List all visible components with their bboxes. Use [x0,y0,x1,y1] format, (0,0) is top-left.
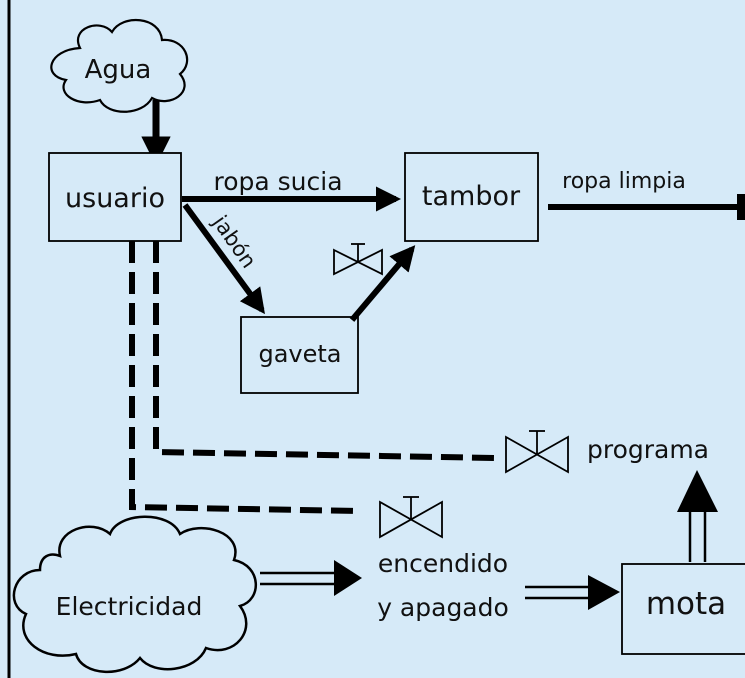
encendido-valve-icon [379,496,443,539]
usuario-box: usuario [48,152,182,242]
usuario-programa-dashed-line [153,241,497,461]
mota-label: mota [646,586,726,622]
agua-cloud: Agua [50,19,189,113]
ropa-limpia-label: ropa limpia [562,169,686,194]
usuario-label: usuario [65,183,165,214]
electricidad-label: Electricidad [56,592,203,621]
programa-label: programa [587,435,709,464]
electricidad-cloud: Electricidad [12,515,257,673]
tambor-label: tambor [422,181,521,212]
gaveta-box: gaveta [240,316,359,394]
encendido-label-line2: y apagado [377,593,509,622]
ropa-sucia-label: ropa sucia [213,167,342,196]
gaveta-label: gaveta [258,340,341,368]
jabon-arrow [182,203,265,315]
electricidad-to-encendido-arrow [260,560,362,596]
mota-box: mota [621,563,745,655]
valve-icon [333,243,383,276]
ropa-limpia-arrowhead [737,194,745,220]
agua-label: Agua [85,55,152,85]
gaveta-to-tambor-arrow [349,245,416,322]
usuario-encendido-dashed-line [129,241,361,514]
encendido-to-mota-arrow [525,575,620,610]
programa-valve-icon [505,430,569,474]
mota-to-programa-arrow [677,470,718,562]
tambor-box: tambor [404,152,539,242]
encendido-label-line1: encendido [378,549,508,578]
